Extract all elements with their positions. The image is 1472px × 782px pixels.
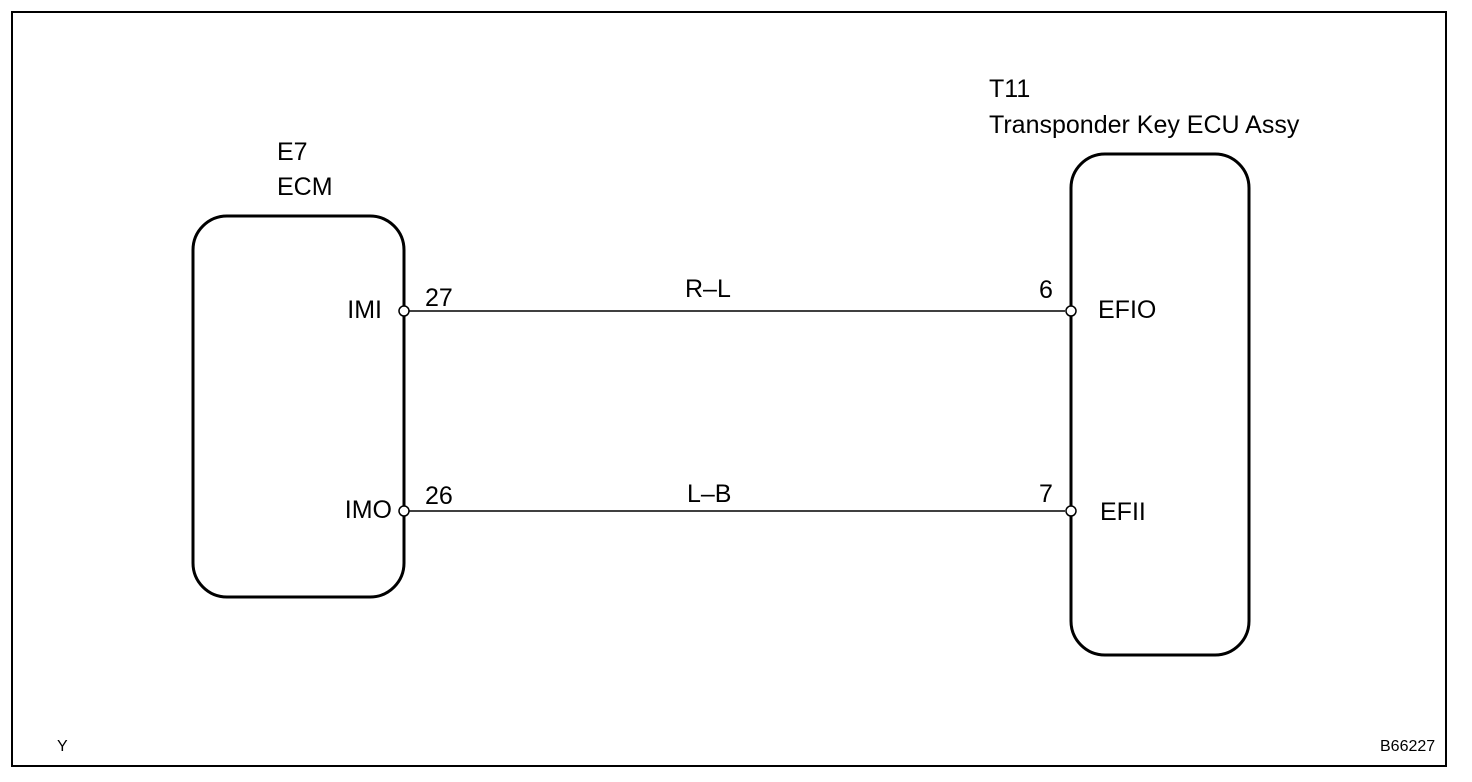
diagram-frame — [11, 11, 1447, 767]
terminal-efii-label: EFII — [1100, 498, 1146, 526]
terminal-efio-label: EFIO — [1098, 296, 1157, 324]
ecm-box — [191, 214, 406, 599]
terminal-imi-dot — [398, 305, 410, 317]
terminal-imo-label: IMO — [344, 496, 392, 524]
wire-l-b-label: L–B — [687, 480, 732, 508]
wire-r-l-label: R–L — [685, 275, 731, 303]
pin-26-number: 26 — [425, 482, 453, 510]
terminal-imo-dot — [398, 505, 410, 517]
pin-7-number: 7 — [1039, 480, 1053, 508]
terminal-imi-label: IMI — [347, 296, 382, 324]
transponder-name: Transponder Key ECU Assy — [989, 111, 1300, 139]
ecm-name: ECM — [277, 173, 333, 201]
footer-left-mark: Y — [57, 738, 68, 755]
terminal-efio-dot — [1065, 305, 1077, 317]
pin-6-number: 6 — [1039, 276, 1053, 304]
figure-id: B66227 — [1380, 738, 1436, 755]
pin-27-number: 27 — [425, 284, 453, 312]
transponder-code: T11 — [989, 75, 1031, 103]
ecm-code: E7 — [277, 138, 308, 166]
terminal-efii-dot — [1065, 505, 1077, 517]
transponder-box — [1069, 152, 1251, 657]
